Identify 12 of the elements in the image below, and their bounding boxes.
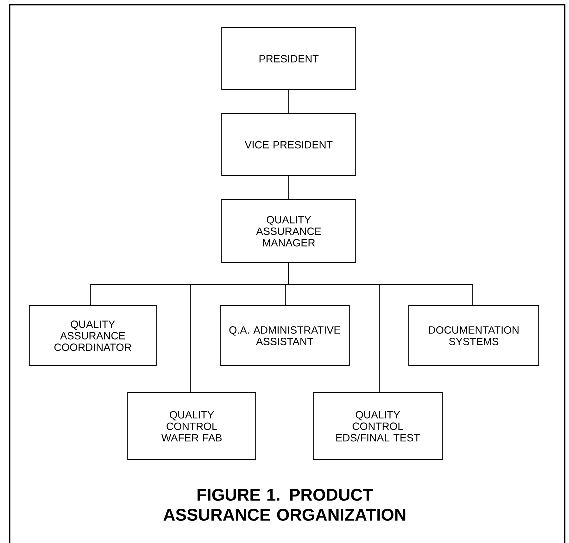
position-box: PRESIDENT bbox=[222, 28, 356, 90]
position-box: VICE PRESIDENT bbox=[222, 114, 356, 176]
position-box: QUALITY ASSURANCE COORDINATOR bbox=[29, 306, 157, 366]
position-box: Q.A. ADMINISTRATIVE ASSISTANT bbox=[220, 306, 350, 366]
position-box: QUALITY ASSURANCE MANAGER bbox=[222, 200, 356, 264]
position-box: QUALITY CONTROL EDS/FINAL TEST bbox=[313, 392, 443, 460]
figure-title: FIGURE 1. PRODUCT ASSURANCE ORGANIZATION bbox=[164, 488, 406, 522]
connector-line bbox=[288, 176, 290, 200]
position-box: DOCUMENTATION SYSTEMS bbox=[408, 306, 540, 366]
position-box: QUALITY CONTROL WAFER FAB bbox=[128, 392, 256, 460]
connector-line bbox=[288, 90, 290, 114]
connector-line bbox=[288, 263, 474, 306]
